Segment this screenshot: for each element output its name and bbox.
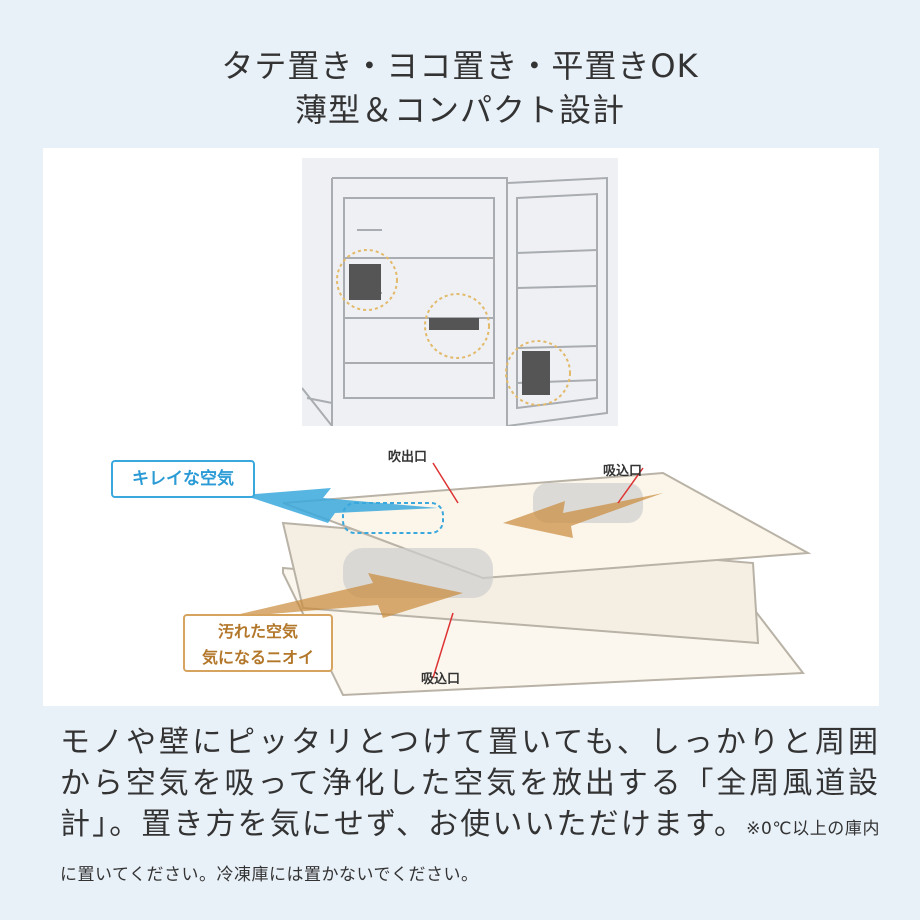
highlight-circle-2 [424, 293, 490, 359]
highlight-circle-3 [505, 340, 571, 406]
highlight-circle-1 [336, 249, 398, 311]
illustration-panel: キレイな空気 汚れた空気 気になるニオイ 吹出口 吸込口 吸込口 [43, 148, 879, 706]
inlet-bottom-label: 吸込口 [421, 672, 461, 687]
inlet-top-label: 吸込口 [603, 464, 643, 479]
dirty-air-label: 汚れた空気 気になるニオイ [183, 614, 333, 672]
heading: タテ置き・ヨコ置き・平置きOK 薄型＆コンパクト設計 [0, 44, 920, 132]
dirty-air-arrow-top [503, 493, 663, 538]
heading-line-2: 薄型＆コンパクト設計 [294, 91, 625, 129]
outlet-label: 吹出口 [388, 450, 428, 465]
purifier-diagram [223, 462, 812, 697]
heading-line-1: タテ置き・ヨコ置き・平置きOK [221, 47, 699, 85]
dirty-air-label-line-1: 汚れた空気 [217, 622, 298, 641]
purifier-flat [429, 318, 479, 330]
description: モノや壁にピッタリとつけて置いても、しっかりと周囲から空気を吸って浄化した空気を… [60, 722, 880, 896]
description-note: ※0℃以上の庫内に置いてください。冷凍庫には置かないでください。 [60, 819, 881, 885]
fridge-illustration [301, 158, 618, 427]
description-text: モノや壁にピッタリとつけて置いても、しっかりと周囲から空気を吸って浄化した空気を… [60, 725, 880, 842]
outlet-area [342, 502, 444, 534]
clean-air-label: キレイな空気 [111, 460, 255, 498]
clean-air-arrow [243, 488, 438, 523]
purifier-door [522, 351, 550, 395]
purifier-upright [349, 264, 381, 300]
dirty-air-label-line-2: 気になるニオイ [201, 648, 314, 667]
dirty-air-arrow-bottom [223, 573, 463, 618]
